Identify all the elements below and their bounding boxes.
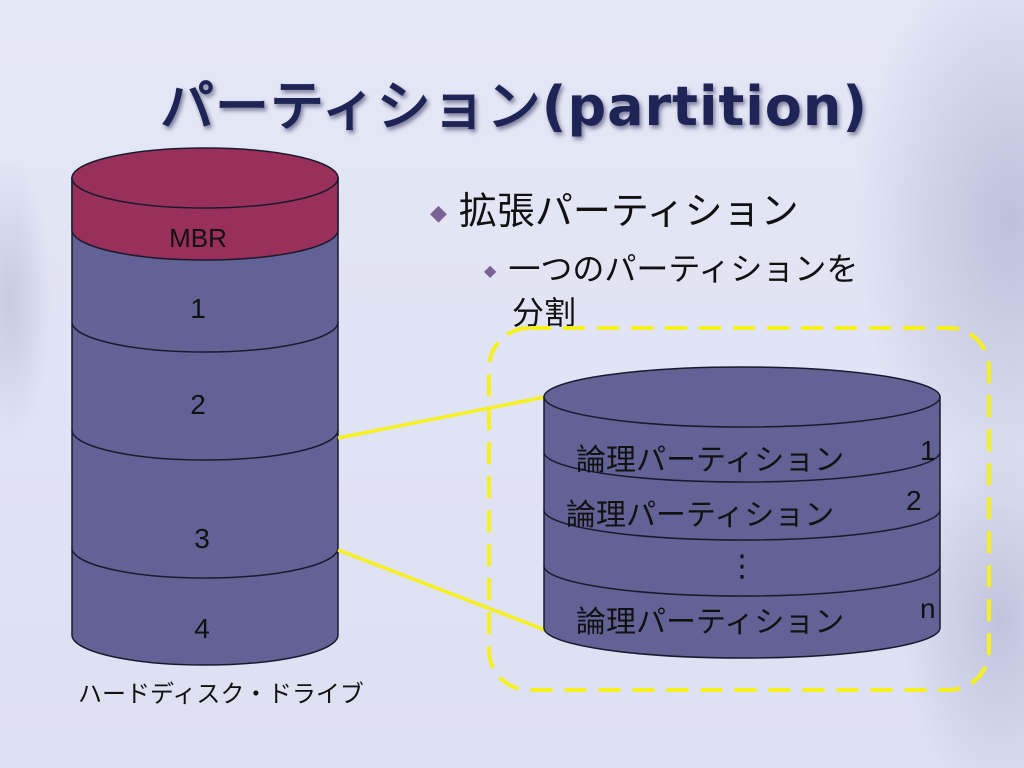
logical-partition-label-n: 論理パーティション — [576, 605, 844, 640]
logical-partition-ellipsis: ⋮ — [727, 549, 757, 584]
logical-partition-label-2: 論理パーティション — [566, 498, 834, 533]
slide-title: パーティション(partition) — [160, 75, 869, 138]
extended-divider-3 — [543, 565, 941, 597]
bullet-sub-line1-wrap: ◆ 一つのパーティションを — [484, 248, 858, 292]
logical-partition-label-1: 論理パーティション — [576, 443, 844, 478]
extended-top — [543, 366, 941, 428]
bullet-sub: ◆ 一つのパーティションを 分割 — [484, 248, 858, 334]
disk-divider-3 — [71, 547, 339, 579]
disk-label-1: 1 — [190, 293, 206, 324]
disk-label-4: 4 — [194, 613, 210, 644]
extended-divider-2 — [543, 509, 941, 541]
diamond-bullet-small-icon: ◆ — [484, 261, 497, 280]
disk-caption: ハードディスク・ドライブ — [78, 680, 364, 708]
disk-divider-1 — [71, 321, 339, 353]
extended-partition-cylinder: 論理パーティション 1 論理パーティション 2 ⋮ 論理パーティション n — [543, 366, 941, 659]
bullet-main: ◆ 拡張パーティション — [430, 180, 799, 235]
bullet-sub-line1: 一つのパーティションを — [508, 250, 859, 288]
disk-label-3: 3 — [194, 523, 210, 554]
logical-partition-number-n: n — [920, 593, 936, 624]
connector-line-bottom — [337, 548, 546, 632]
disk-label-mbr: MBR — [169, 223, 227, 253]
disk-body — [71, 177, 339, 666]
logical-partition-number-2: 2 — [906, 485, 922, 516]
disk-top — [71, 147, 339, 209]
disk-label-2: 2 — [190, 389, 206, 420]
bullet-sub-line2: 分割 — [512, 294, 577, 332]
logical-partition-number-1: 1 — [920, 435, 936, 466]
disk-divider-2 — [71, 429, 339, 461]
connector-line-top — [337, 395, 546, 440]
diamond-bullet-icon: ◆ — [430, 201, 447, 226]
extended-divider-1 — [543, 451, 941, 483]
bullet-main-text: 拡張パーティション — [458, 189, 799, 233]
hard-disk-cylinder: MBR 1 2 3 4 — [71, 147, 339, 666]
extended-partition-box — [487, 326, 991, 692]
